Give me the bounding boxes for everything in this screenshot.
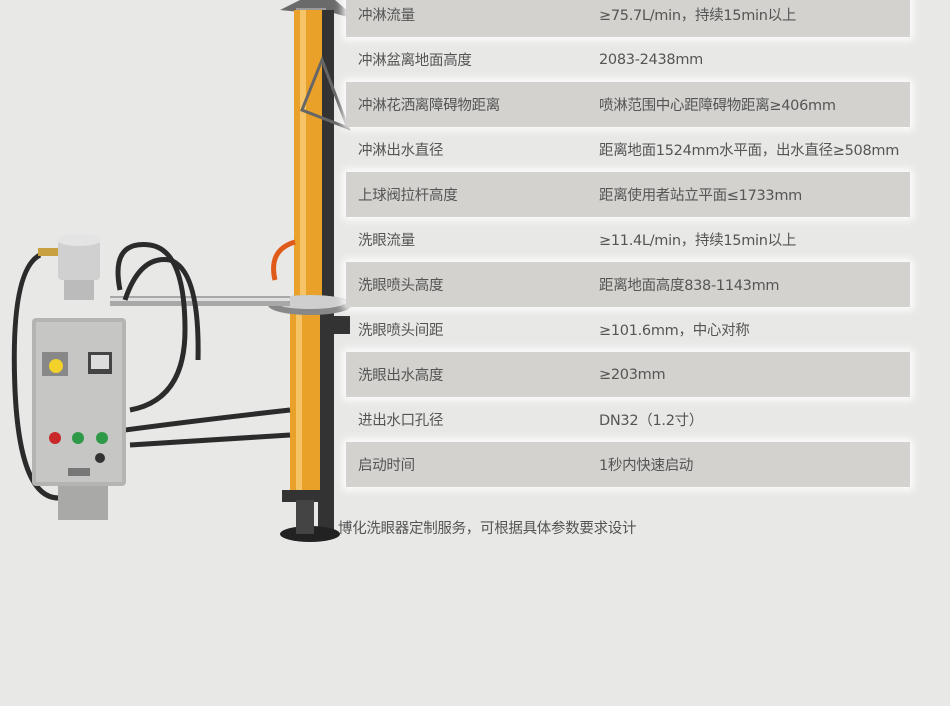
cables [11, 242, 291, 501]
spec-value: ≥75.7L/min，持续15min以上 [599, 8, 797, 24]
spec-value: 距离使用者站立平面≤1733mm [599, 188, 802, 204]
spec-row: 冲淋花洒离障碍物距离 喷淋范围中心距障碍物距离≥406mm [346, 82, 910, 127]
spec-value: 2083-2438mm [599, 51, 703, 68]
spec-value: 距离地面高度838-1143mm [599, 278, 780, 294]
red-hose [271, 239, 296, 281]
spec-table: 冲淋流量 ≥75.7L/min，持续15min以上 冲淋盆离地面高度 2083-… [346, 0, 910, 487]
spec-value: ≥203mm [599, 366, 666, 383]
spec-label: 洗眼喷头间距 [358, 323, 444, 339]
spec-row: 冲淋出水直径 距离地面1524mm水平面，出水直径≥508mm [346, 127, 910, 172]
spec-label: 冲淋花洒离障碍物距离 [358, 98, 500, 114]
spec-row: 进出水口孔径 DN32（1.2寸） [346, 397, 910, 442]
spec-row: 冲淋流量 ≥75.7L/min，持续15min以上 [346, 0, 910, 37]
control-box [32, 318, 126, 520]
spec-value: 1秒内快速启动 [599, 458, 694, 474]
spec-value: 距离地面1524mm水平面，出水直径≥508mm [599, 143, 900, 159]
spec-label: 冲淋流量 [358, 8, 415, 24]
spec-label: 洗眼喷头高度 [358, 278, 444, 294]
vertical-pipe [280, 10, 340, 542]
spec-row: 上球阀拉杆高度 距离使用者站立平面≤1733mm [346, 172, 910, 217]
customization-note: 博化洗眼器定制服务，可根据具体参数要求设计 [338, 521, 637, 537]
spec-label: 进出水口孔径 [358, 413, 444, 429]
spec-row: 洗眼喷头间距 ≥101.6mm，中心对称 [346, 307, 910, 352]
product-image [11, 0, 358, 542]
spec-value: ≥101.6mm，中心对称 [599, 323, 750, 339]
spec-label: 上球阀拉杆高度 [358, 188, 458, 204]
supply-pipe [110, 296, 290, 306]
spec-row: 冲淋盆离地面高度 2083-2438mm [346, 37, 910, 82]
spec-value: ≥11.4L/min，持续15min以上 [599, 233, 797, 249]
spec-row: 启动时间 1秒内快速启动 [346, 442, 910, 487]
spec-row: 洗眼喷头高度 距离地面高度838-1143mm [346, 262, 910, 307]
spec-value: 喷淋范围中心距障碍物距离≥406mm [599, 98, 836, 114]
pull-handle [300, 55, 351, 131]
spec-row: 洗眼出水高度 ≥203mm [346, 352, 910, 397]
spec-label: 启动时间 [358, 458, 415, 474]
spec-label: 洗眼出水高度 [358, 368, 444, 384]
spec-row: 洗眼流量 ≥11.4L/min，持续15min以上 [346, 217, 910, 262]
spec-value: DN32（1.2寸） [599, 413, 704, 429]
spec-label: 冲淋盆离地面高度 [358, 53, 472, 69]
actuator-motor [38, 234, 101, 300]
spec-label: 冲淋出水直径 [358, 143, 444, 159]
spec-label: 洗眼流量 [358, 233, 415, 249]
